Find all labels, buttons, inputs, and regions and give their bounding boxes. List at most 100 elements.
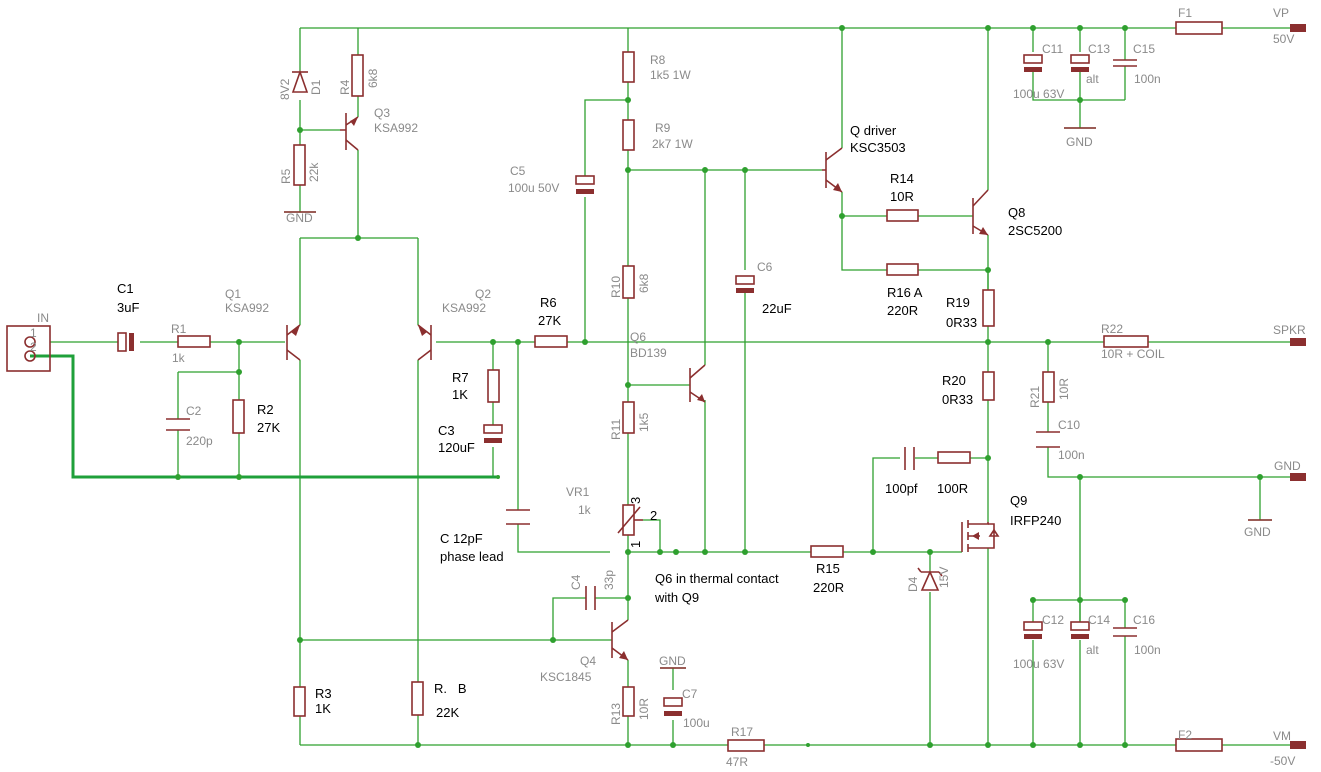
output-pins (1290, 24, 1306, 749)
label-qdriver: Q driver (850, 123, 897, 138)
film-capacitors (166, 59, 1137, 637)
label-c1: C1 (117, 281, 134, 296)
label-thermal-note-1: Q6 in thermal contact (655, 571, 779, 586)
label-c12-psu-value: 100u 63V (1013, 657, 1064, 671)
label-q6: Q6 (630, 330, 646, 344)
label-r20: R20 (942, 373, 966, 388)
label-c11: C11 (1042, 42, 1063, 56)
label-c7: C7 (682, 687, 698, 701)
label-q4: Q4 (580, 654, 596, 668)
label-r14-value: 10R (890, 189, 914, 204)
label-q4-value: KSC1845 (540, 670, 592, 684)
label-r15: R15 (816, 561, 840, 576)
label-r13: R13 (609, 703, 623, 725)
label-q1: Q1 (225, 287, 241, 301)
label-r17: R17 (731, 725, 753, 739)
label-c-100pf: 100pf (885, 481, 918, 496)
label-c10-value: 100n (1058, 448, 1085, 462)
label-vr1-pin1: 1 (628, 541, 643, 548)
label-c12-psu: C12 (1042, 613, 1064, 627)
label-r13-value: 10R (637, 698, 651, 720)
ground-symbols (284, 127, 1272, 669)
label-c16-value: 100n (1134, 643, 1161, 657)
label-r16-value: 220R (887, 303, 918, 318)
label-q2-value: KSA992 (442, 301, 486, 315)
label-r1: R1 (171, 322, 187, 336)
label-r10-value: 6k8 (637, 273, 651, 293)
label-r19: R19 (946, 295, 970, 310)
label-r15-value: 220R (813, 580, 844, 595)
input-connector (6, 325, 51, 372)
label-r9-value: 2k7 1W (652, 137, 693, 151)
label-r6-value: 27K (538, 313, 561, 328)
label-gnd-out: GND (1274, 459, 1301, 473)
label-c11-value: 100u 63V (1013, 87, 1064, 101)
fuse-f2 (1175, 738, 1223, 752)
label-q9-value: IRFP240 (1010, 513, 1061, 528)
label-r7-value: 1K (452, 387, 468, 402)
label-r7: R7 (452, 370, 469, 385)
label-vr1-pin2: 2 (650, 508, 657, 523)
label-c2-value: 220p (186, 434, 213, 448)
label-vp-voltage: 50V (1273, 32, 1294, 46)
label-r6: R6 (540, 295, 557, 310)
label-q8-value: 2SC5200 (1008, 223, 1062, 238)
label-q3: Q3 (374, 106, 390, 120)
label-f1: F1 (1178, 6, 1192, 20)
diodes (291, 69, 943, 591)
label-c5-value: 100u 50V (508, 181, 559, 195)
label-qdriver-value: KSC3503 (850, 140, 906, 155)
wires (50, 27, 1306, 746)
vertical-resistors (232, 51, 1055, 717)
label-c2: C2 (186, 404, 202, 418)
label-d4-value: 15V (937, 567, 951, 588)
label-vm-voltage: -50V (1270, 754, 1295, 768)
label-r1-value: 1k (172, 351, 186, 365)
label-r5: R5 (279, 168, 293, 184)
label-c5: C5 (510, 164, 526, 178)
label-f2: F2 (1178, 728, 1192, 742)
label-q9: Q9 (1010, 493, 1027, 508)
label-c14: C14 (1088, 613, 1110, 627)
label-vr1-value: 1k (578, 503, 592, 517)
label-spkr: SPKR (1273, 323, 1306, 337)
label-r10: R10 (609, 276, 623, 298)
label-r9: R9 (655, 121, 671, 135)
label-c10: C10 (1058, 418, 1080, 432)
label-gnd-psu: GND (1066, 135, 1093, 149)
label-c4: C4 (569, 574, 583, 590)
label-q8: Q8 (1008, 205, 1025, 220)
label-q3-value: KSA992 (374, 121, 418, 135)
label-r3: R3 (315, 686, 332, 701)
label-thermal-note-2: with Q9 (654, 590, 699, 605)
label-r2: R2 (257, 402, 274, 417)
label-r11-value: 1k5 (637, 412, 651, 432)
label-gnd-zobel: GND (1244, 525, 1271, 539)
label-r3-value: 1K (315, 701, 331, 716)
label-c6: C6 (757, 260, 773, 274)
label-gnd-c7: GND (659, 654, 686, 668)
label-pin1: 1 (30, 326, 37, 340)
label-r4-value: 6k8 (366, 68, 380, 88)
label-r22: R22 (1101, 322, 1123, 336)
label-r20-value: 0R33 (942, 392, 973, 407)
label-r-100r: 100R (937, 481, 968, 496)
label-c3: C3 (438, 423, 455, 438)
label-r4: R4 (338, 79, 352, 95)
label-r17-value: 47R (726, 755, 748, 769)
label-c13-value: alt (1086, 72, 1099, 86)
label-c1-value: 3uF (117, 300, 139, 315)
label-d4: D4 (906, 576, 920, 592)
label-c12pf: C 12pF (440, 531, 483, 546)
label-vp: VP (1273, 6, 1289, 20)
label-r21-value: 10R (1057, 378, 1071, 400)
label-d1: D1 (309, 79, 323, 95)
label-c6-value: 22uF (762, 301, 792, 316)
label-pin2: 2 (30, 340, 37, 354)
label-r11: R11 (609, 419, 623, 440)
label-q1-value: KSA992 (225, 301, 269, 315)
label-r8: R8 (650, 53, 666, 67)
label-vr1-pin3: 3 (628, 497, 643, 504)
label-r8-value: 1k5 1W (650, 68, 691, 82)
